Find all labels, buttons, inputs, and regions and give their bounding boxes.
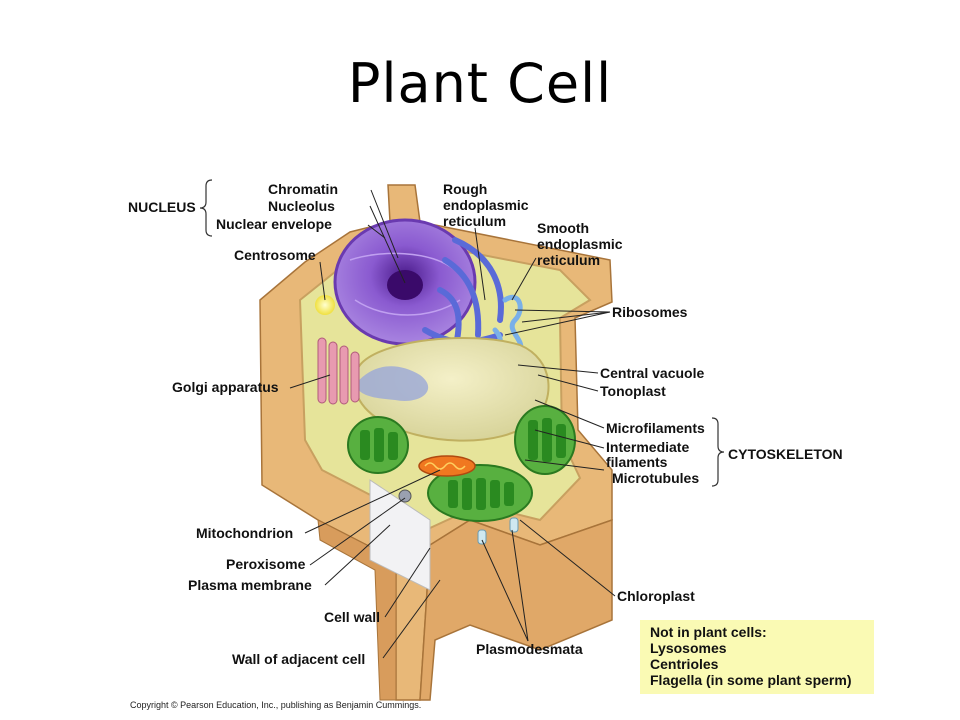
cytoskeleton-brace [711, 417, 725, 487]
page-title: Plant Cell [347, 52, 613, 115]
note-item-lysosomes: Lysosomes [650, 640, 727, 656]
note-heading: Not in plant cells: [650, 624, 767, 640]
not-in-plant-cells-note: Not in plant cells: Lysosomes Centrioles… [640, 620, 874, 694]
label-peroxisome: Peroxisome [226, 556, 306, 572]
label-centrosome: Centrosome [234, 247, 316, 263]
label-golgi-apparatus: Golgi apparatus [172, 379, 279, 395]
note-item-centrioles: Centrioles [650, 656, 719, 672]
peroxisome-shape [398, 489, 412, 503]
mitochondrion-shape [418, 455, 476, 477]
label-rough-er-1: Rough [443, 181, 487, 197]
note-item-flagella: Flagella (in some plant sperm) [650, 672, 852, 688]
label-rough-er-3: reticulum [443, 213, 506, 229]
label-cytoskeleton: CYTOSKELETON [728, 446, 843, 462]
golgi-shape [317, 337, 360, 405]
label-tonoplast: Tonoplast [600, 383, 666, 399]
label-plasmodesmata: Plasmodesmata [476, 641, 583, 657]
label-smooth-er-2: endoplasmic [537, 236, 623, 252]
label-microfilaments: Microfilaments [606, 420, 705, 436]
label-plasma-membrane: Plasma membrane [188, 577, 312, 593]
label-chromatin: Chromatin [268, 181, 338, 197]
chloroplast-shapes [347, 405, 576, 522]
plasmodesmata-shapes [477, 517, 519, 545]
label-cell-wall: Cell wall [324, 609, 380, 625]
label-ribosomes: Ribosomes [612, 304, 688, 320]
label-intermediate-1: Intermediate [606, 439, 689, 455]
plasma-membrane-shape [369, 479, 431, 591]
label-nuclear-envelope: Nuclear envelope [216, 216, 332, 232]
label-intermediate-2: filaments [606, 454, 668, 470]
label-nucleus: NUCLEUS [128, 199, 196, 215]
label-rough-er-2: endoplasmic [443, 197, 529, 213]
label-smooth-er-1: Smooth [537, 220, 589, 236]
copyright-text: Copyright © Pearson Education, Inc., pub… [130, 700, 422, 710]
label-mitochondrion: Mitochondrion [196, 525, 293, 541]
leader-lines [289, 189, 616, 659]
label-microtubules: Microtubules [612, 470, 699, 486]
nucleus-brace [199, 179, 213, 237]
label-nucleolus: Nucleolus [268, 198, 335, 214]
label-central-vacuole: Central vacuole [600, 365, 704, 381]
label-chloroplast: Chloroplast [617, 588, 695, 604]
label-smooth-er-3: reticulum [537, 252, 600, 268]
label-wall-adjacent-cell: Wall of adjacent cell [232, 651, 365, 667]
centrosome-shape [315, 295, 335, 315]
